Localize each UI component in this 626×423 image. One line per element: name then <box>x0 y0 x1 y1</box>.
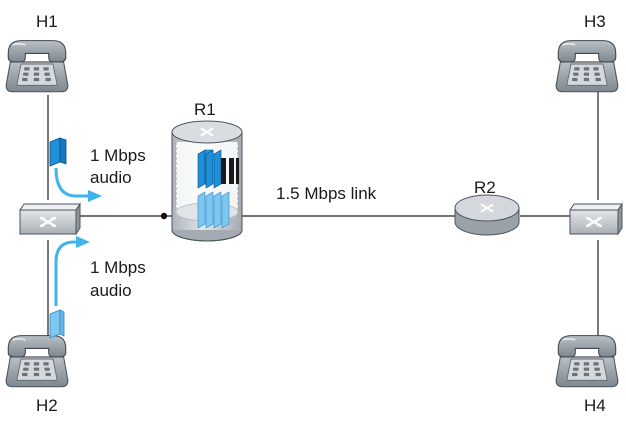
queued-packets-dark <box>197 149 239 189</box>
phone-h3-icon <box>555 39 619 93</box>
switch-right-icon <box>569 202 623 236</box>
flow-top-rate: 1 Mbps <box>90 146 146 165</box>
phone-h2-icon <box>5 334 69 388</box>
host-label-h1: H1 <box>36 12 58 31</box>
flow-bottom-rate: 1 Mbps <box>90 258 146 277</box>
router-label-r2: R2 <box>474 178 496 197</box>
queued-packets-light <box>197 191 230 229</box>
packet-bottom-icon <box>49 309 65 339</box>
flow-bottom-type: audio <box>90 281 132 300</box>
flow-arrow-top-icon <box>54 167 102 202</box>
switch-left-icon <box>19 202 81 236</box>
router-r2-icon <box>454 194 520 236</box>
link-capacity-label: 1.5 Mbps link <box>276 184 377 203</box>
host-label-h4: H4 <box>584 396 606 415</box>
phone-h1-icon <box>5 39 69 93</box>
packet-top-icon <box>49 137 67 167</box>
links <box>47 90 599 345</box>
flow-arrow-bottom-icon <box>54 236 90 306</box>
host-label-h2: H2 <box>36 396 58 415</box>
host-label-h3: H3 <box>584 12 606 31</box>
router-label-r1: R1 <box>194 100 216 119</box>
flow-top-type: audio <box>90 168 132 187</box>
link-endpoint-dot <box>160 212 168 220</box>
phone-h4-icon <box>555 334 619 388</box>
